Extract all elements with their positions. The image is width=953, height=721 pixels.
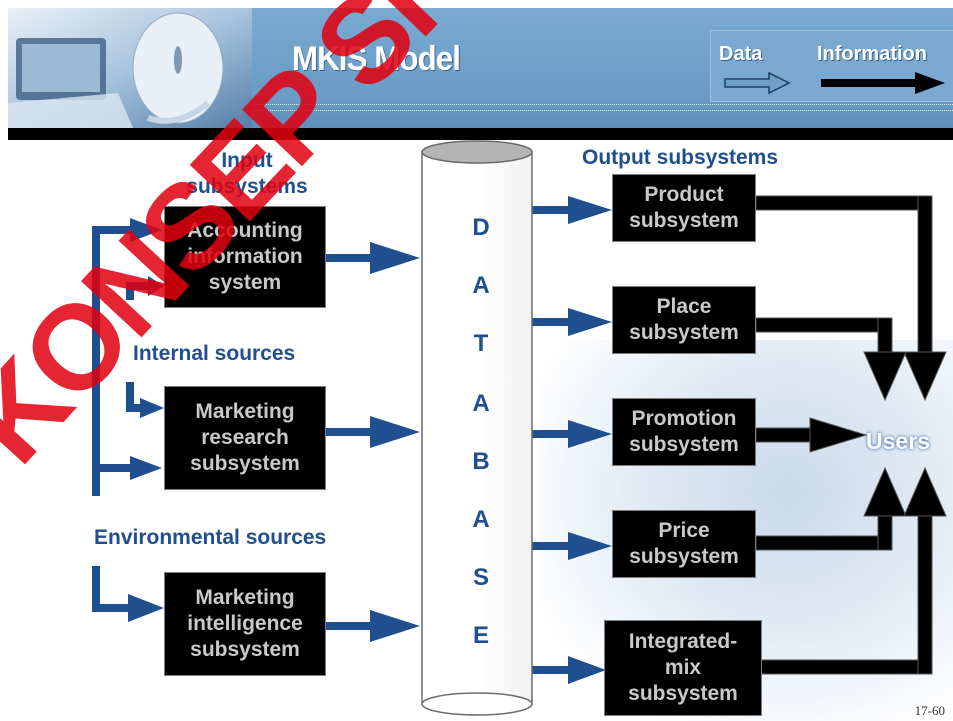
database-letter: S bbox=[472, 564, 489, 591]
header-photo bbox=[8, 8, 252, 128]
database-letter: D bbox=[472, 214, 490, 241]
box-line: subsystem bbox=[629, 209, 739, 232]
box-line: subsystem bbox=[628, 682, 738, 706]
legend-data-label: Data bbox=[719, 43, 763, 65]
box-line: subsystem bbox=[190, 452, 300, 476]
box-line: mix bbox=[664, 655, 702, 679]
box-line: Promotion bbox=[631, 406, 737, 430]
database-letter: A bbox=[472, 506, 490, 533]
internal-sources-label: Internal sources bbox=[133, 342, 296, 365]
information-arrow-icon bbox=[821, 72, 945, 94]
box-line: Marketing bbox=[195, 399, 295, 423]
price-subsystem-box: Price subsystem bbox=[612, 510, 756, 578]
box-line: Marketing bbox=[195, 585, 295, 609]
box-line: Product bbox=[644, 182, 724, 206]
page-title: MKIS Model bbox=[292, 40, 461, 78]
box-line: Accounting bbox=[187, 218, 303, 242]
header-black-bar bbox=[252, 128, 953, 134]
place-subsystem-box: Place subsystem bbox=[612, 286, 756, 354]
database-letter: T bbox=[473, 330, 489, 357]
header-divider bbox=[252, 104, 953, 105]
product-subsystem-box: Product subsystem bbox=[612, 174, 756, 242]
box-line: Integrated- bbox=[628, 629, 738, 653]
input-subsystems-heading: Input subsystems bbox=[186, 149, 308, 199]
header-divider bbox=[252, 110, 953, 111]
integrated-mix-subsystem-box: Integrated- mix subsystem bbox=[604, 620, 762, 716]
legend: Data Information bbox=[710, 30, 953, 102]
output-subsystems-heading: Output subsystems bbox=[582, 146, 779, 169]
box-line: subsystem bbox=[629, 433, 739, 456]
database-cylinder bbox=[421, 140, 533, 716]
box-line: Price bbox=[658, 518, 710, 542]
promotion-subsystem-box: Promotion subsystem bbox=[612, 398, 756, 466]
database-letter: B bbox=[472, 448, 490, 475]
marketing-intelligence-subsystem-box: Marketing intelligence subsystem bbox=[164, 572, 326, 676]
box-line: subsystem bbox=[629, 545, 739, 568]
users-label: Users bbox=[866, 428, 930, 454]
box-line: research bbox=[201, 425, 289, 449]
page-number: 17-60 bbox=[914, 703, 945, 718]
environmental-sources-label: Environmental sources bbox=[94, 526, 327, 549]
box-line: subsystem bbox=[629, 321, 739, 344]
database-letter: E bbox=[472, 622, 489, 649]
box-line: subsystem bbox=[190, 638, 300, 662]
marketing-research-subsystem-box: Marketing research subsystem bbox=[164, 386, 326, 490]
box-line: Place bbox=[656, 294, 712, 318]
box-line: system bbox=[208, 271, 282, 295]
accounting-information-system-box: Accounting information system bbox=[164, 206, 326, 308]
computer-mouse-icon bbox=[8, 8, 252, 128]
database-letter: A bbox=[472, 272, 490, 299]
legend-information-label: Information bbox=[817, 43, 927, 65]
database-letter: A bbox=[472, 390, 490, 417]
data-arrow-icon bbox=[724, 71, 791, 95]
box-line: intelligence bbox=[187, 611, 303, 635]
box-line: information bbox=[187, 244, 303, 268]
